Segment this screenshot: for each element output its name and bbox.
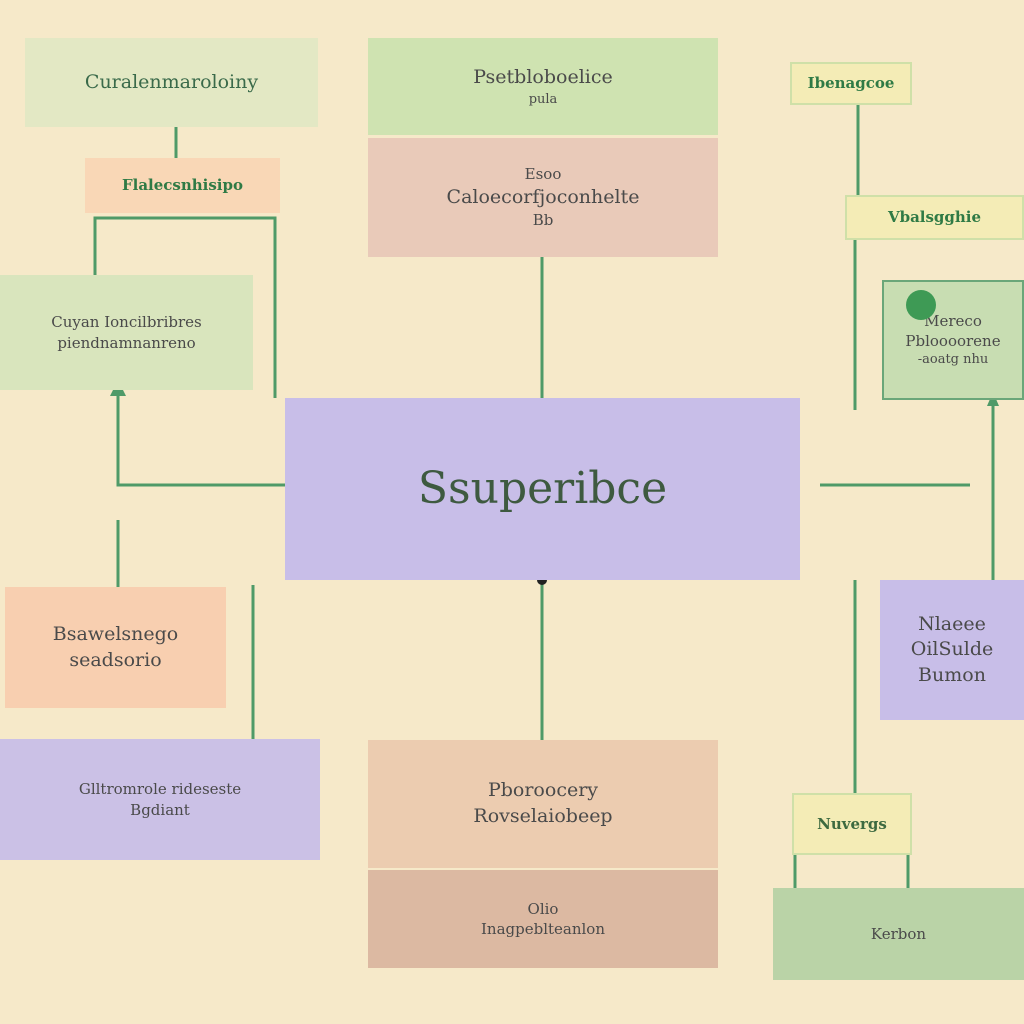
connector-line: [93, 216, 277, 398]
node-right-top[interactable]: Ibenagcoe: [790, 62, 912, 105]
node-left-label[interactable]: Flalecsnhisipo: [85, 158, 280, 213]
node-top-center-header[interactable]: Psetbloboelice pula: [368, 38, 718, 135]
node-left-bottom[interactable]: Glltromrole rideseste Bgdiant: [0, 739, 320, 860]
node-right-lower[interactable]: Nlaeee OilSulde Bumon: [880, 580, 1024, 720]
node-bottom-center-header[interactable]: Pboroocery Rovselaiobeep: [368, 740, 718, 868]
node-right-mid[interactable]: Mereco Pbloooorene -aoatg nhu: [882, 280, 1024, 400]
node-top-center-body[interactable]: Esoo Caloecorfjoconhelte Bb: [368, 138, 718, 257]
node-right-small[interactable]: Nuvergs: [792, 793, 912, 855]
connector-line: [116, 385, 285, 487]
node-right-bottom[interactable]: Kerbon: [773, 888, 1024, 980]
node-right-label[interactable]: Vbalsgghie: [845, 195, 1024, 240]
node-center[interactable]: Ssuperibce: [285, 398, 800, 580]
node-top-left[interactable]: Curalenmaroloiny: [25, 38, 318, 127]
node-bottom-center-body[interactable]: Olio Inagpeblteanlon: [368, 870, 718, 968]
node-left-mid[interactable]: Cuyan Ioncilbribres piendnamnanreno: [0, 275, 253, 390]
status-dot-icon: [906, 290, 936, 320]
node-left-lower[interactable]: Bsawelsnego seadsorio: [5, 587, 226, 708]
